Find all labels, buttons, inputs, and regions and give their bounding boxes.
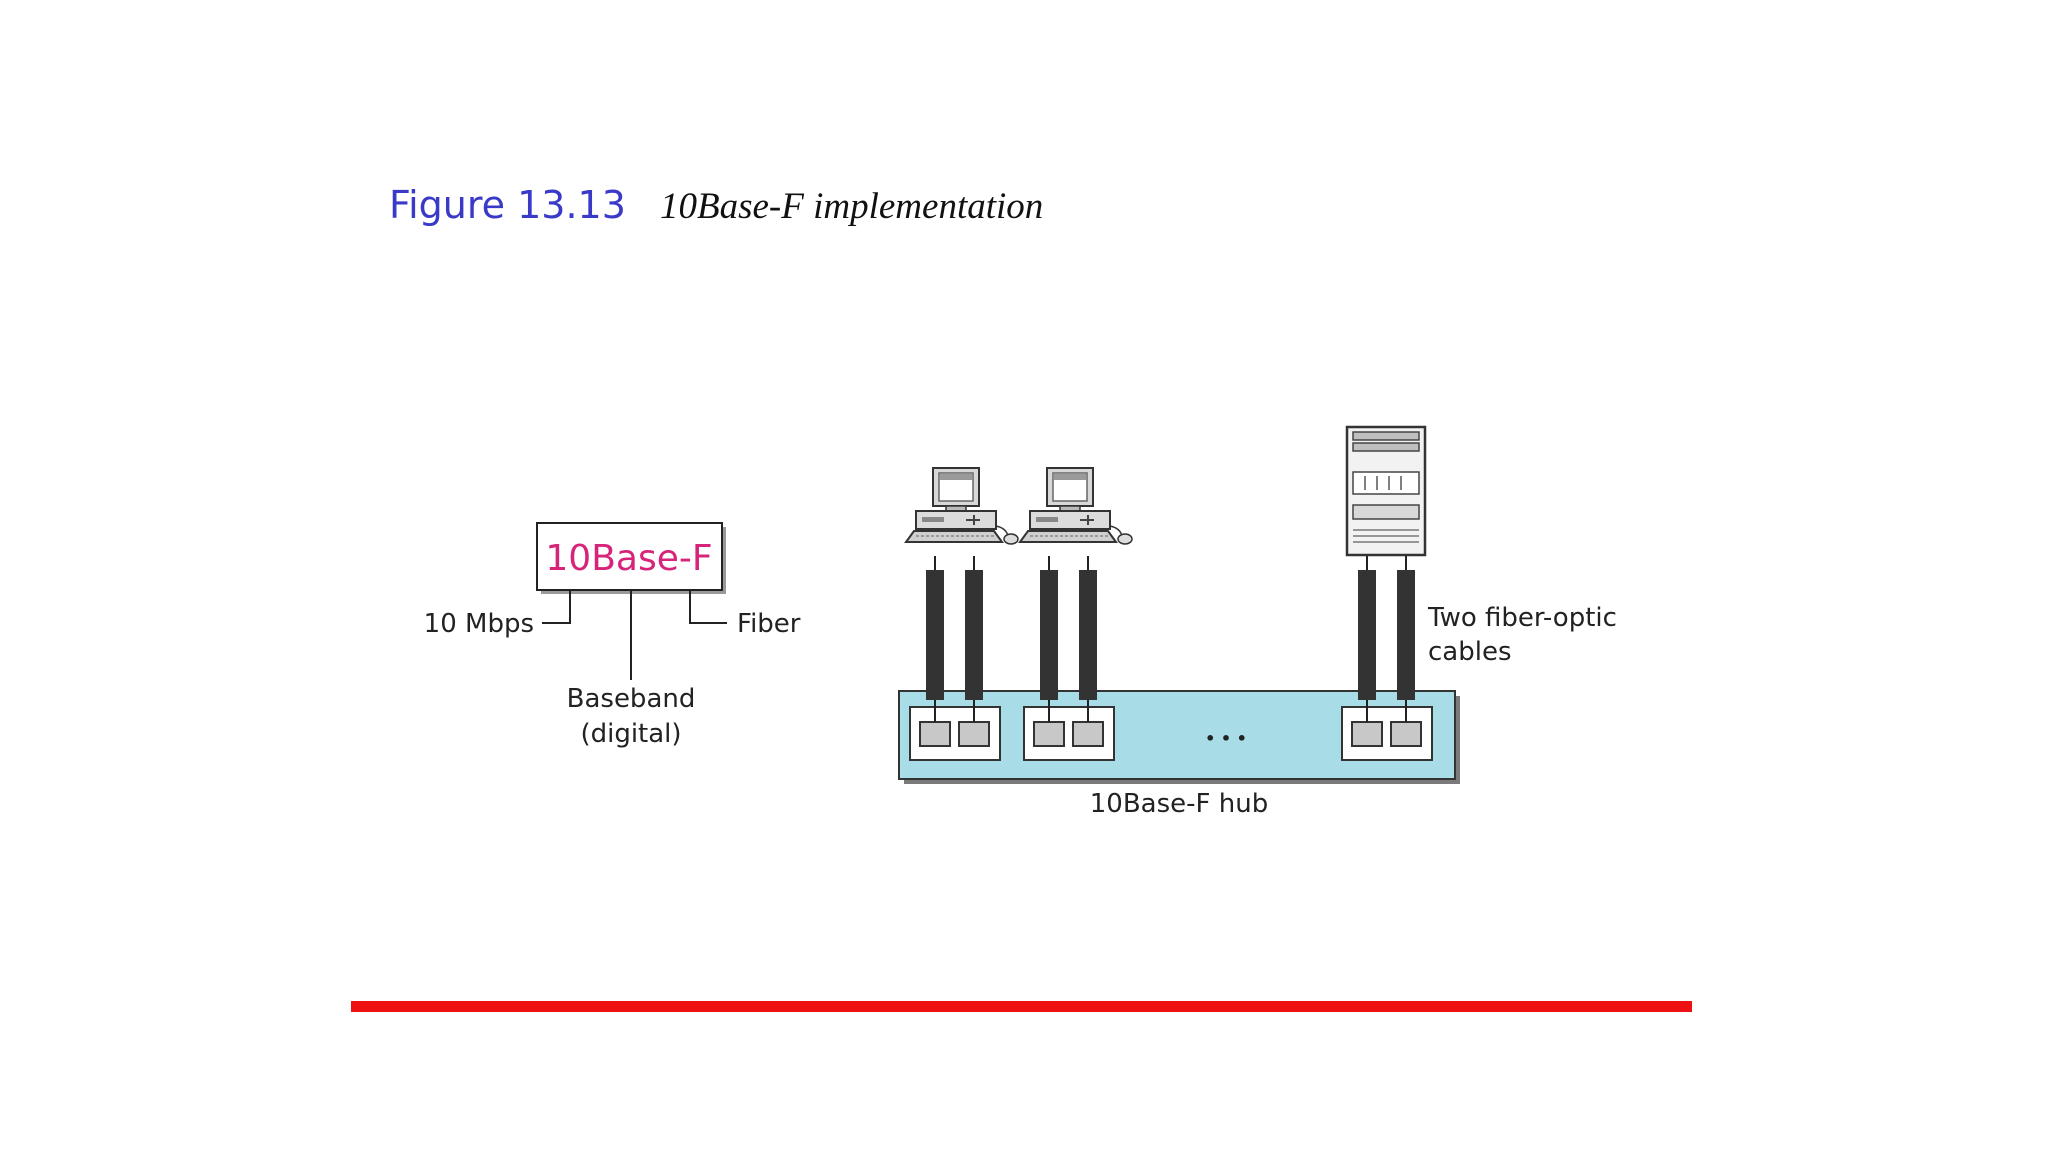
figure-label: Figure 13.13 [389,183,626,227]
fiber-cable [965,570,983,700]
computer-icon [1019,467,1133,545]
port [1072,721,1104,747]
figure-caption: 10Base-F implementation [660,186,1043,227]
port [919,721,951,747]
hub-ellipsis: • • • [1205,729,1247,748]
port [1390,721,1422,747]
fiber-cable [1358,570,1376,700]
signal-label-line2: (digital) [580,719,681,749]
naming-diagram: 10Base-F 10 Mbps Fiber Baseband (digital… [424,522,801,749]
standard-box [536,522,723,591]
standard-name: 10Base-F [545,538,712,579]
port [1351,721,1383,747]
speed-label: 10 Mbps [424,609,534,639]
fiber-cable [1079,570,1097,700]
signal-label-line1: Baseband [567,684,696,714]
medium-leader [689,590,727,624]
port-group [909,706,1001,761]
fiber-cable [1040,570,1058,700]
fiber-cable [1397,570,1415,700]
medium-label: Fiber [737,609,801,639]
cable-note-line2: cables [1428,637,1512,667]
fiber-cable [926,570,944,700]
network-diagram: • • • 10Base-F hub [898,425,1617,819]
port [1033,721,1065,747]
footer-rule [351,1001,1692,1012]
fiber-cable-pair [1358,556,1415,722]
port-group [1023,706,1115,761]
hub-label: 10Base-F hub [1090,789,1268,819]
cable-note-line1: Two fiber-optic [1427,603,1617,633]
fiber-cable-pair [926,556,983,722]
port [958,721,990,747]
port-group [1341,706,1433,761]
computer-icon [905,467,1019,545]
fiber-cable-pair [1040,556,1097,722]
speed-leader [542,590,571,624]
server-icon [1345,425,1427,557]
